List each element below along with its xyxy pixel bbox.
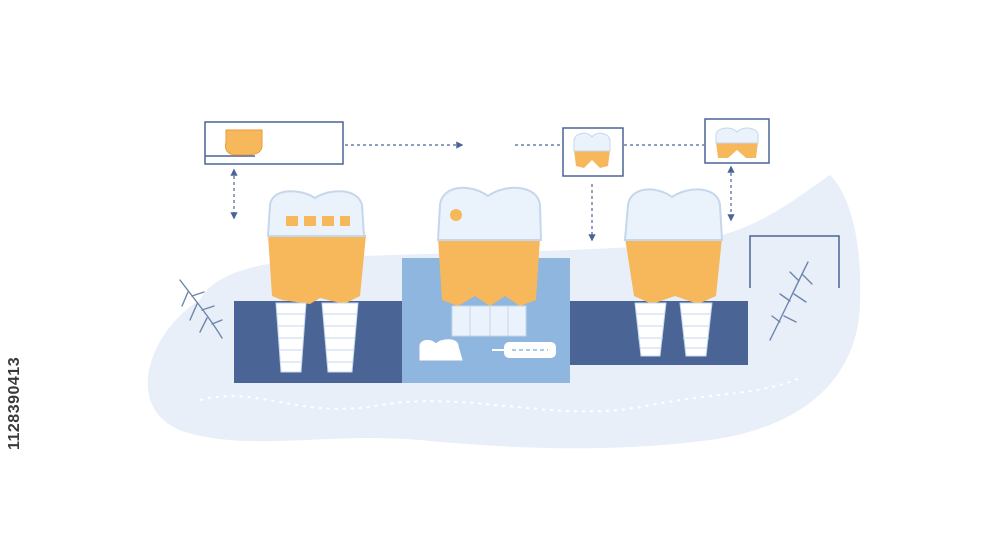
leaf-icon bbox=[769, 261, 813, 341]
tooth-crown-implant-icon bbox=[623, 188, 724, 357]
frame-1 bbox=[204, 121, 344, 165]
frame-4 bbox=[749, 235, 840, 288]
tooth-implant-pair-icon bbox=[266, 190, 366, 373]
tooth-thumbnail-icon bbox=[715, 127, 759, 158]
bridge-outline-icon bbox=[492, 342, 556, 358]
crown-outline-icon bbox=[419, 339, 463, 361]
tooth-thumbnail-icon bbox=[573, 132, 611, 168]
stock-id-label: 1128390413 bbox=[6, 356, 23, 450]
implant-screw-left bbox=[275, 302, 307, 373]
implant-screw-right bbox=[321, 302, 359, 373]
frame-2 bbox=[562, 127, 624, 177]
frame-3 bbox=[704, 118, 770, 164]
leaf-icon bbox=[179, 279, 223, 339]
tooth-abutment-icon bbox=[419, 186, 556, 361]
implant-screw-right bbox=[679, 302, 713, 357]
crown-thumbnail-icon bbox=[225, 129, 263, 156]
implant-screw-left bbox=[634, 302, 667, 357]
gum-band-left bbox=[234, 301, 402, 383]
